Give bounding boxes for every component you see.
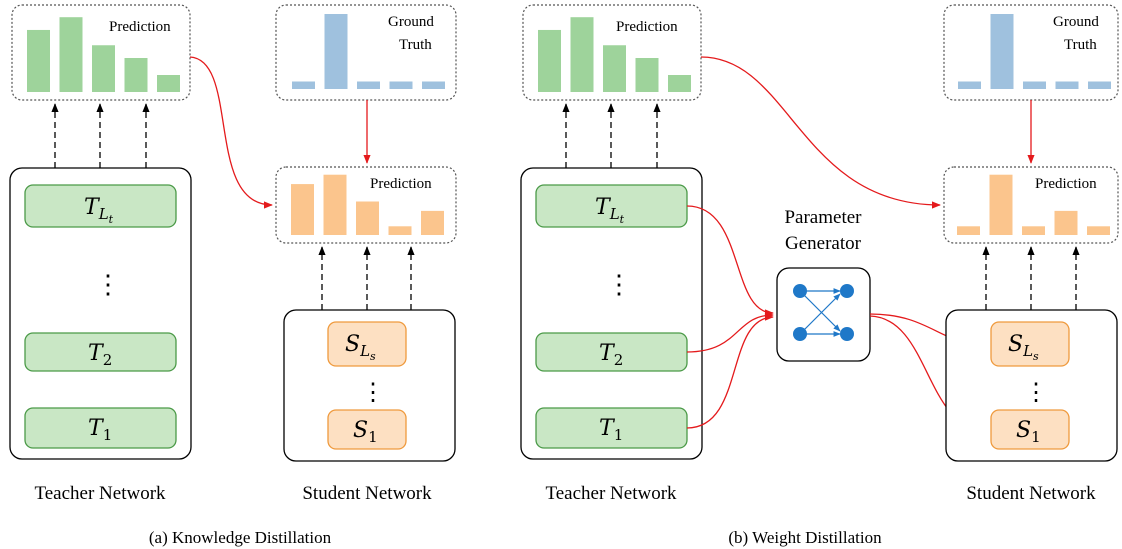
ground-truth-b-bar-4 [1055,81,1079,89]
student-prediction-a-bar-2 [323,174,347,235]
ground-truth-b-bar-2 [990,14,1014,89]
student-prediction-a-bar-5 [421,210,444,235]
student-prediction-bars-a [291,174,444,235]
student-network-label-a: Student Network [302,483,432,504]
student-layer-bottom-a [327,409,407,450]
teacher-prediction-a-bar-2 [59,17,83,93]
ground-truth-b-bar-3 [1023,81,1046,89]
ground-truth-b-bar-5 [1088,81,1111,89]
teacher-layer-mid-a [24,332,177,372]
teacher-prediction-label-b: Prediction [616,19,678,35]
teacher-to-student-arrow-a [189,56,273,209]
student-layer-top-a [327,321,407,367]
teacher-vdots-a: ⋮ [95,270,121,300]
student-prediction-a-bar-4 [388,226,412,235]
ground-truth-label-a-line2: Truth [399,37,432,53]
student-prediction-b-bar-4 [1054,210,1078,235]
student-prediction-a-bar-1 [291,184,314,235]
ground-truth-a-bar-5 [422,81,445,89]
ground-truth-label-a-line1: Ground [388,14,434,30]
student-prediction-b-bar-2 [989,174,1013,235]
ground-truth-a-bar-3 [357,81,380,89]
ground-truth-box-a [275,4,457,101]
teacher-prediction-a-bar-3 [92,45,115,92]
teacher-layer-top-label-a: TLt [84,195,114,226]
ground-truth-a-bar-1 [292,81,315,89]
teacher-prediction-a-bar-4 [124,58,148,92]
ground-truth-bars-b [958,14,1111,89]
teacher-prediction-b-bar-2 [570,17,594,93]
panel-a: Prediction TLt ⋮ T2 T1 Ground Truth Pred… [9,4,457,547]
panel-b: Prediction TLt ⋮ T2 T1 Parameter Generat… [520,4,1119,547]
student-prediction-b-bar-5 [1087,226,1110,235]
student-layer-top-label-a: SLs [345,332,376,363]
student-layer-bottom-b [990,409,1070,450]
student-prediction-label-b: Prediction [1035,176,1097,192]
teacher-layer-mid-label-a: T2 [88,341,112,369]
teacher-layer-top-label-b: TLt [595,195,625,226]
student-layer-bottom-label-b: S1 [1016,418,1041,446]
student-layer-top-b [990,321,1070,367]
student-network-label-b: Student Network [966,483,1096,504]
teacher-prediction-a-bar-1 [27,29,50,92]
caption-a: (a) Knowledge Distillation [149,528,332,547]
teacher-prediction-bars-b [538,17,691,93]
teacher-vdots-b: ⋮ [606,270,632,300]
student-prediction-a-bar-3 [356,201,379,235]
teacher-bottom-to-generator-arrow [686,313,774,429]
ground-truth-a-bar-2 [324,14,348,89]
ground-truth-b-bar-1 [958,81,981,89]
student-layer-bottom-label-a: S1 [353,418,378,446]
student-prediction-bars-b [957,174,1110,235]
teacher-network-label-b: Teacher Network [545,483,677,504]
ground-truth-bars-a [292,14,445,89]
student-prediction-b-bar-1 [957,226,980,235]
teacher-to-student-arrow-b [700,56,941,209]
teacher-prediction-bars-a [27,17,180,93]
ground-truth-label-b-line2: Truth [1064,37,1097,53]
student-prediction-label-a: Prediction [370,176,432,192]
teacher-prediction-label-a: Prediction [109,19,171,35]
teacher-layer-top-a [24,184,177,228]
teacher-prediction-b-bar-3 [603,45,626,92]
teacher-network-label-a: Teacher Network [34,483,166,504]
parameter-generator-network-icon [793,284,854,341]
teacher-top-to-generator-arrow [686,205,774,317]
teacher-layer-bottom-a [24,407,177,449]
teacher-layer-bottom-label-a: T1 [88,416,112,444]
teacher-mid-to-generator-arrow [686,311,774,353]
teacher-layer-bottom-label-b: T1 [599,416,623,444]
student-prediction-b-bar-3 [1022,226,1045,235]
parameter-generator-label-line1: Parameter [784,207,862,228]
student-vdots-a: ⋮ [361,378,385,406]
teacher-prediction-b-bar-5 [668,75,691,92]
parameter-generator-label-line2: Generator [785,233,862,254]
student-layer-top-label-b: SLs [1008,332,1039,363]
student-vdots-b: ⋮ [1024,378,1048,406]
teacher-prediction-b-bar-4 [635,58,659,92]
teacher-layer-mid-label-b: T2 [599,341,623,369]
teacher-prediction-a-bar-5 [157,75,180,92]
ground-truth-label-b-line1: Ground [1053,14,1099,30]
caption-b: (b) Weight Distillation [728,528,882,547]
ground-truth-a-bar-4 [389,81,413,89]
student-network-box-a [283,309,456,462]
teacher-prediction-b-bar-1 [538,29,561,92]
